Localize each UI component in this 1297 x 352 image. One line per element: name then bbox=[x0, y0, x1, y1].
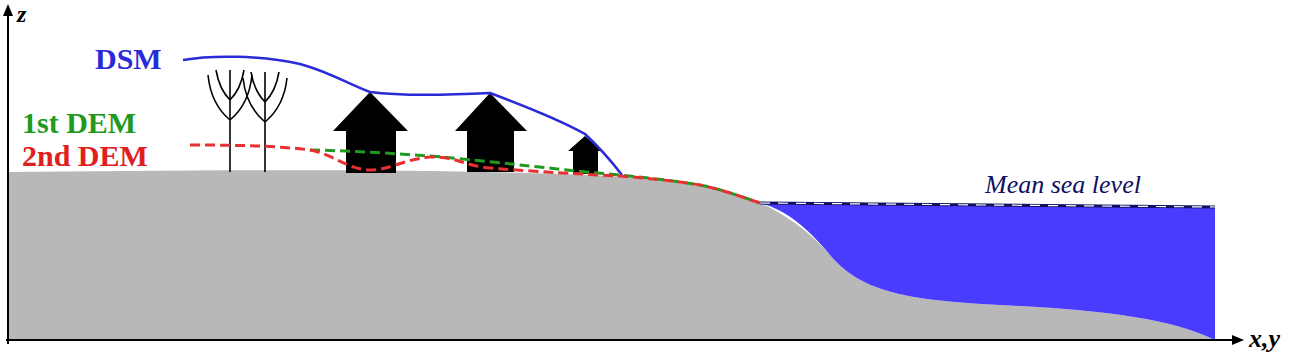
z-axis bbox=[7, 14, 9, 344]
first-dem-line bbox=[310, 150, 760, 203]
sea-level-dash bbox=[760, 203, 1215, 207]
second-dem-line bbox=[190, 145, 760, 203]
xy-axis bbox=[6, 339, 1234, 341]
sea-level-line bbox=[760, 203, 1215, 207]
xy-arrowhead bbox=[1232, 335, 1244, 345]
surface-label: DSM bbox=[95, 44, 162, 74]
houses bbox=[333, 92, 602, 174]
z-arrowhead bbox=[3, 4, 13, 16]
sea bbox=[760, 203, 1215, 340]
dsm-line bbox=[183, 57, 622, 175]
axis-label: z bbox=[17, 2, 26, 26]
trees bbox=[208, 70, 287, 172]
sea-level-label: Mean sea level bbox=[985, 172, 1141, 198]
surface-label: 1st DEM bbox=[22, 108, 136, 138]
axis-label: x,y bbox=[1249, 326, 1280, 352]
ground bbox=[8, 170, 1215, 340]
surface-label: 2nd DEM bbox=[22, 141, 148, 171]
